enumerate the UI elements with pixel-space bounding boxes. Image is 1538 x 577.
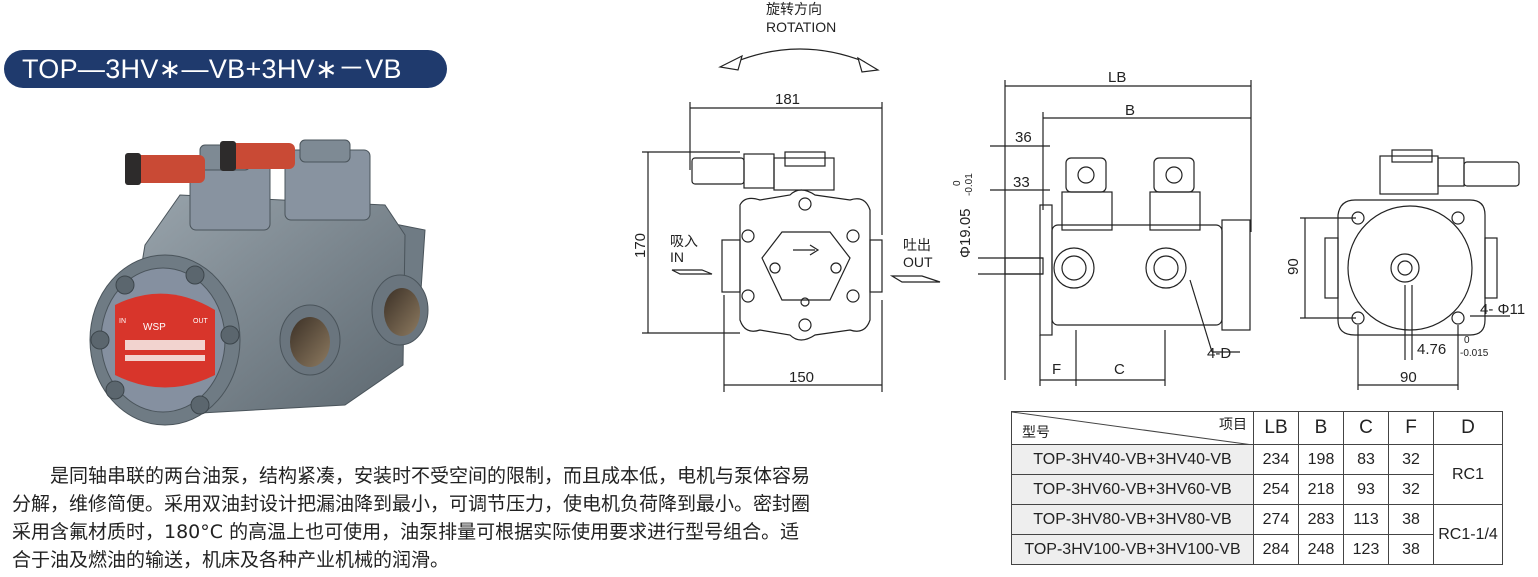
corner-label-model: 型号: [1022, 424, 1050, 440]
f-cell: 32: [1388, 474, 1434, 505]
b-cell: 198: [1298, 444, 1344, 475]
key-tol-lower: -0.015: [1460, 348, 1489, 359]
shaft-tol-upper: 0: [952, 180, 963, 186]
b-cell: 218: [1298, 474, 1344, 505]
key-width: 4.76: [1417, 341, 1446, 358]
rotation-label-en: ROTATION: [766, 19, 836, 35]
shaft-tol-lower: -0.01: [964, 173, 975, 196]
lb-cell: 234: [1253, 444, 1299, 475]
f-cell: 38: [1388, 504, 1434, 535]
table-row: TOP-3HV100-VB+3HV100-VB 284 248 123 38: [1011, 534, 1503, 565]
inlet-label-en: IN: [670, 249, 684, 265]
product-title: TOP—3HV∗—VB+3HV∗－VB: [4, 50, 447, 88]
corner-label-item: 项目: [1219, 416, 1247, 432]
pump-photo: WSP IN OUT: [89, 139, 429, 426]
header-d: D: [1433, 411, 1503, 445]
key-tol-upper: 0: [1464, 335, 1470, 346]
product-description: 是同轴串联的两台油泵，结构紧凑，安装时不受空间的限制，而且成本低，电机与泵体容易…: [12, 465, 811, 571]
table-row: TOP-3HV80-VB+3HV80-VB 274 283 113 38 RC1…: [1011, 504, 1503, 565]
pump-label-in: IN: [119, 318, 126, 325]
spec-table: 项目 型号 LB B C F D TOP-3HV40-VB+3HV40-VB 2…: [1011, 411, 1503, 565]
rotation-label-cn: 旋转方向: [766, 1, 822, 17]
dim-b: B: [1125, 102, 1135, 119]
rotation-arrow: [734, 48, 866, 63]
inlet-label-cn: 吸入: [670, 233, 698, 249]
f-cell: 32: [1388, 444, 1434, 475]
f-cell: 38: [1388, 534, 1434, 565]
header-c: C: [1343, 411, 1389, 445]
dim-c: C: [1114, 361, 1125, 378]
b-cell: 283: [1298, 504, 1344, 535]
technical-drawing: 旋转方向 ROTATION 181 150 170 吸入 IN 吐出 OUT L…: [632, 1, 1525, 392]
c-cell: 113: [1343, 504, 1389, 535]
dim-lb: LB: [1108, 69, 1126, 86]
c-cell: 123: [1343, 534, 1389, 565]
port-label: 4-D: [1207, 345, 1231, 362]
c-cell: 83: [1343, 444, 1389, 475]
pump-label-brand: WSP: [143, 322, 166, 333]
table-row: TOP-3HV60-VB+3HV60-VB 254 218 93 32: [1011, 474, 1503, 505]
corner-diagonal: [1012, 412, 1253, 445]
lb-cell: 274: [1253, 504, 1299, 535]
shaft-diameter: Φ19.05: [957, 208, 974, 258]
lb-cell: 254: [1253, 474, 1299, 505]
header-lb: LB: [1253, 411, 1299, 445]
d-cell: RC1-1/4: [1433, 504, 1503, 565]
outlet-label-en: OUT: [903, 254, 933, 270]
model-cell: TOP-3HV100-VB+3HV100-VB: [1011, 534, 1254, 565]
outlet-label-cn: 吐出: [903, 237, 931, 253]
dim-90-vertical: 90: [1285, 258, 1302, 275]
model-cell: TOP-3HV80-VB+3HV80-VB: [1011, 504, 1254, 535]
table-row: TOP-3HV40-VB+3HV40-VB 234 198 83 32 RC1: [1011, 444, 1503, 505]
holes-label: 4- Φ11: [1480, 301, 1525, 318]
model-cell: TOP-3HV40-VB+3HV40-VB: [1011, 444, 1254, 475]
header-b: B: [1298, 411, 1344, 445]
dim-36: 36: [1015, 129, 1032, 146]
lb-cell: 284: [1253, 534, 1299, 565]
dim-f: F: [1052, 361, 1061, 378]
dim-90-horizontal: 90: [1400, 369, 1417, 386]
model-cell: TOP-3HV60-VB+3HV60-VB: [1011, 474, 1254, 505]
header-corner: 项目 型号: [1011, 411, 1254, 445]
dim-33: 33: [1013, 174, 1030, 191]
pump-label-out: OUT: [193, 318, 209, 325]
header-f: F: [1388, 411, 1434, 445]
c-cell: 93: [1343, 474, 1389, 505]
dim-181: 181: [775, 91, 800, 108]
spec-table-header: 项目 型号 LB B C F D: [1011, 411, 1503, 445]
b-cell: 248: [1298, 534, 1344, 565]
dim-150: 150: [789, 369, 814, 386]
dim-170: 170: [632, 233, 649, 258]
d-cell: RC1: [1433, 444, 1503, 505]
